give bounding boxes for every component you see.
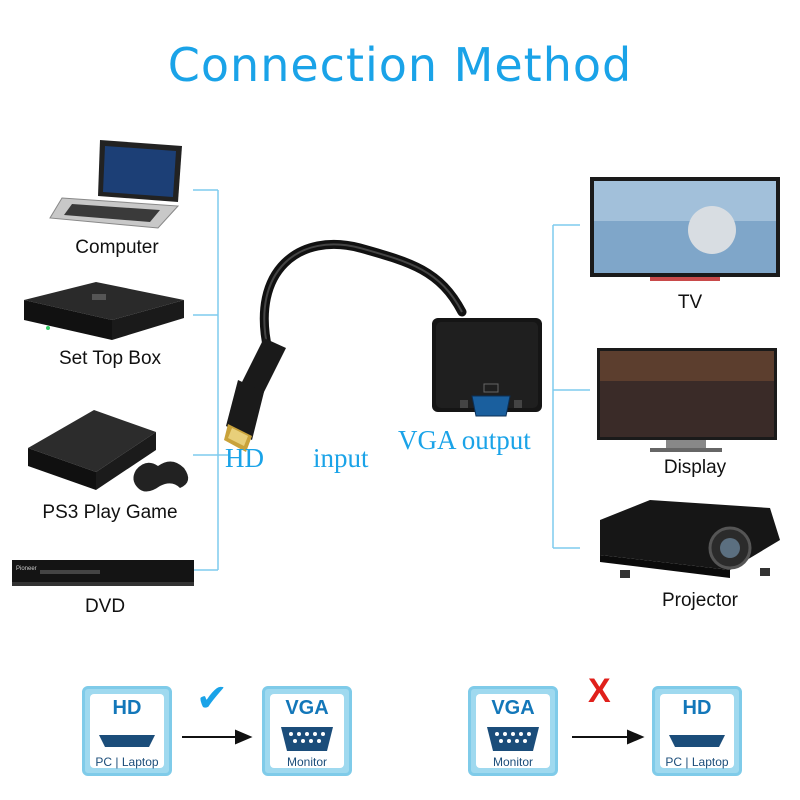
compat-correct-source-title: HD: [112, 697, 142, 719]
device-label-display: Display: [663, 457, 727, 478]
vga-port-icon: [487, 727, 539, 751]
tv-image: [590, 177, 780, 281]
compat-correct-source-sub: PC | Laptop: [95, 755, 159, 769]
left-connector-lines: [193, 189, 228, 571]
set-top-box-image: [24, 282, 184, 340]
computer-image: [49, 140, 182, 229]
vga-adapter-box: [432, 318, 542, 417]
device-label-tv: TV: [677, 292, 703, 313]
compat-wrong-target-box: HD PC | Laptop: [652, 686, 742, 776]
device-label-computer: Computer: [75, 237, 159, 258]
compat-arrows: [182, 729, 645, 745]
compat-correct-target-box: VGA Monitor: [262, 686, 352, 776]
cross-icon: X: [588, 672, 611, 710]
right-connector-lines: [552, 224, 590, 549]
compat-correct-target-title: VGA: [285, 697, 329, 719]
compat-wrong-target-sub: PC | Laptop: [665, 755, 729, 769]
page-title: Connection Method: [167, 38, 633, 92]
device-label-projector: Projector: [661, 590, 739, 611]
compat-correct-source-box: HD PC | Laptop: [82, 686, 172, 776]
compat-wrong-target-title: HD: [682, 697, 712, 719]
projector-image: [600, 500, 780, 578]
hdmi-port-icon: [669, 735, 725, 747]
compat-wrong-source-sub: Monitor: [492, 755, 533, 769]
check-icon: ✔: [196, 678, 228, 720]
vga-port-icon: [281, 727, 333, 751]
adapter-cable: [259, 239, 467, 355]
compat-correct-target-sub: Monitor: [286, 755, 327, 769]
vga-output-label: VGA output: [398, 425, 531, 455]
dvd-image: Pioneer: [12, 560, 194, 586]
hdmi-plug: [224, 338, 286, 452]
device-label-set-top-box: Set Top Box: [58, 348, 162, 369]
display-image: [597, 348, 777, 452]
device-label-dvd: DVD: [84, 596, 126, 617]
compat-wrong-source-box: VGA Monitor: [468, 686, 558, 776]
input-label: input: [313, 443, 369, 473]
hdmi-port-icon: [99, 735, 155, 747]
hd-input-port-label: HD: [225, 443, 264, 473]
device-label-ps3: PS3 Play Game: [42, 502, 178, 523]
ps3-image: [28, 410, 189, 492]
compat-wrong-source-title: VGA: [491, 697, 535, 719]
svg-text:Pioneer: Pioneer: [16, 566, 37, 572]
